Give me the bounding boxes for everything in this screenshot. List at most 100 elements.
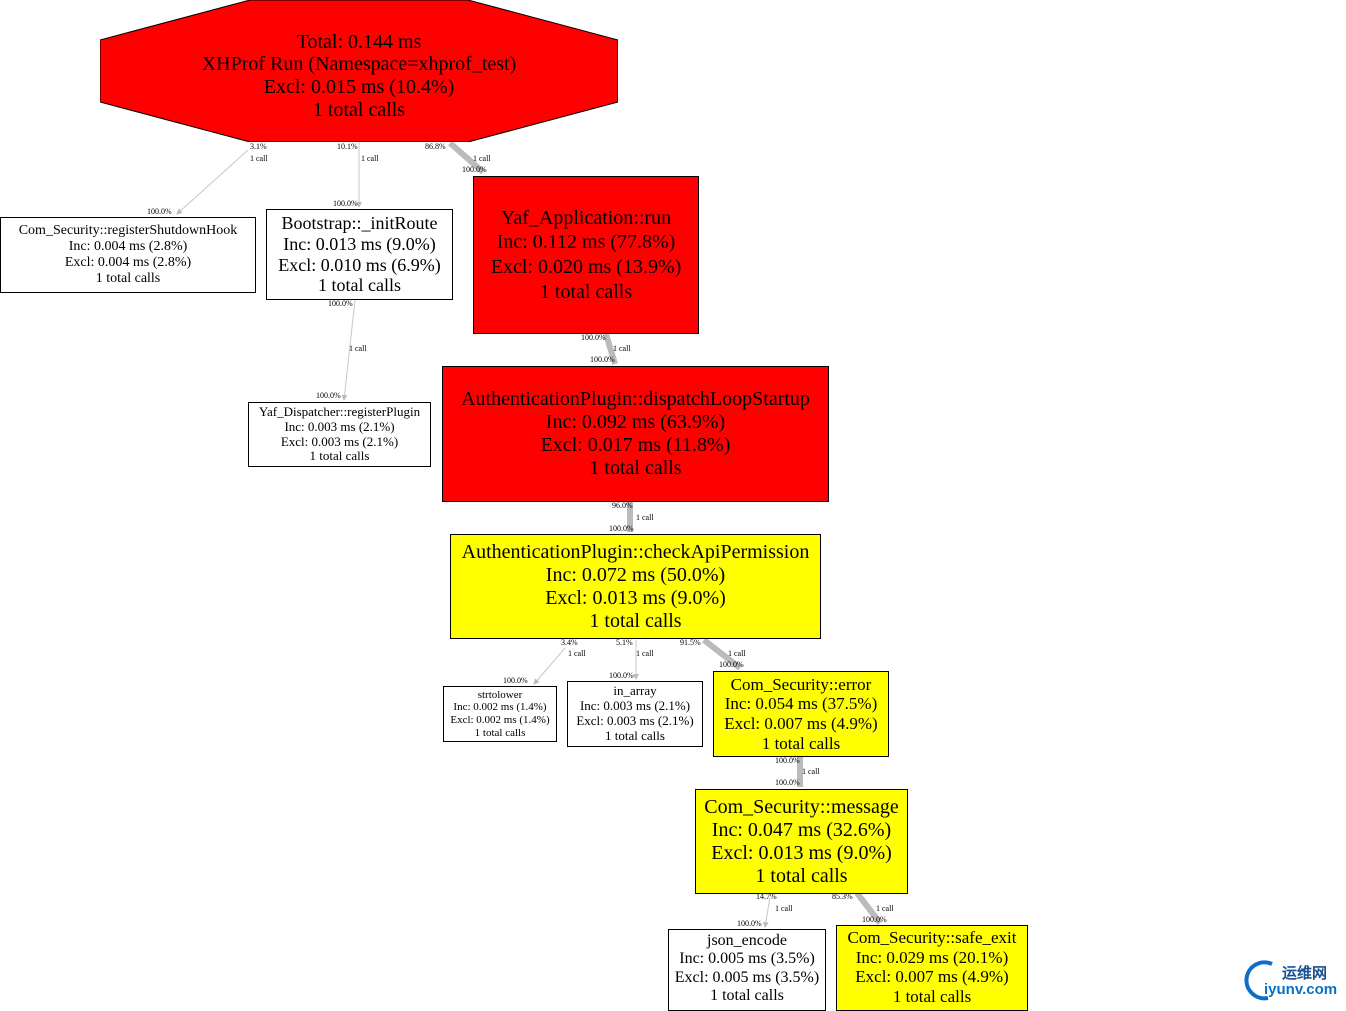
node-excl: Excl: 0.017 ms (11.8%) [540, 434, 731, 456]
edge-line [854, 891, 883, 925]
node-calls: 1 total calls [589, 457, 682, 479]
node-calls: 1 total calls [318, 275, 401, 296]
edge-line [176, 149, 249, 215]
node-excl: Excl: 0.010 ms (6.9%) [278, 254, 441, 275]
node-calls: 1 total calls [892, 986, 972, 1006]
edge-line [533, 647, 566, 685]
node-inc: Inc: 0.005 ms (3.5%) [679, 950, 815, 968]
edge-calls: 1 call [613, 344, 631, 353]
node-calls: 1 total calls [589, 609, 682, 632]
node-excl: Excl: 0.013 ms (9.0%) [545, 586, 726, 609]
node-inc: Inc: 0.003 ms (2.1%) [284, 418, 395, 434]
node-inc: Inc: 0.092 ms (63.9%) [545, 411, 726, 433]
root-excl: Excl: 0.015 ms (10.4%) [263, 76, 455, 98]
node-calls: 1 total calls [474, 726, 526, 739]
octagon-shape [100, 0, 618, 142]
edge-line [762, 896, 771, 928]
node-calls: 1 total calls [761, 733, 841, 753]
node-inc: Inc: 0.054 ms (37.5%) [724, 694, 878, 714]
node-inc: Inc: 0.029 ms (20.1%) [855, 947, 1009, 967]
node-name: AuthenticationPlugin::checkApiPermission [461, 540, 810, 563]
node-name: Com_Security::safe_exit [847, 928, 1017, 947]
node-excl: Excl: 0.004 ms (2.8%) [64, 255, 192, 270]
node-excl: Excl: 0.007 ms (4.9%) [724, 714, 878, 733]
edge-from-pct: 96.0% [612, 501, 633, 510]
node-inc: Inc: 0.004 ms (2.8%) [68, 238, 188, 254]
edge-calls: 1 call [728, 649, 746, 658]
node-calls: 1 total calls [605, 727, 665, 743]
node-name: Com_Security::error [730, 674, 872, 694]
edge-line [341, 299, 356, 401]
root-node[interactable]: Total: 0.144 ms XHProf Run (Namespace=xh… [100, 0, 618, 142]
edge-calls: 1 call [473, 154, 491, 163]
node-name: Yaf_Dispatcher::registerPlugin [258, 403, 421, 419]
node-name: json_encode [707, 932, 787, 949]
node-calls: 1 total calls [95, 271, 161, 287]
edge-to-pct: 100.0% [609, 524, 634, 533]
edge-from-pct: 91.5% [680, 638, 701, 647]
node-inc: Inc: 0.013 ms (9.0%) [283, 233, 436, 254]
edge-from-pct: 85.3% [832, 892, 853, 901]
edge-calls: 1 call [802, 767, 820, 776]
node-inc: Inc: 0.002 ms (1.4%) [453, 701, 547, 714]
edge-to-pct: 100.0% [316, 391, 341, 400]
edge-calls: 1 call [361, 154, 379, 163]
edge-line [603, 333, 618, 365]
node-calls: 1 total calls [539, 280, 633, 303]
edge-to-pct: 100.0% [333, 199, 358, 208]
edge-to-pct: 100.0% [775, 778, 800, 787]
watermark-en: iyunv.com [1264, 981, 1338, 998]
node-name: Com_Security::registerShutdownHook [18, 222, 238, 238]
edge-calls: 1 call [876, 904, 894, 913]
edge-from-pct: 3.4% [561, 638, 578, 647]
node-name: AuthenticationPlugin::dispatchLoopStartu… [461, 388, 810, 410]
node-inc: Inc: 0.003 ms (2.1%) [579, 698, 691, 714]
edge-to-pct: 100.0% [590, 355, 615, 364]
node-inc: Inc: 0.112 ms (77.8%) [496, 231, 676, 254]
edge-to-pct: 100.0% [503, 676, 528, 685]
edge-from-pct: 10.1% [337, 142, 358, 151]
edge-from-pct: 3.1% [250, 142, 267, 151]
edge-to-pct: 100.0% [862, 915, 887, 924]
edge-line [702, 637, 742, 671]
edge-to-pct: 100.0% [147, 207, 172, 216]
edge-from-pct: 86.8% [425, 142, 446, 151]
node-name: Com_Security::message [704, 795, 899, 818]
node-excl: Excl: 0.007 ms (4.9%) [855, 967, 1009, 987]
edge-calls: 1 call [636, 513, 654, 522]
node-excl: Excl: 0.002 ms (1.4%) [450, 714, 550, 726]
node-checkApiPermission[interactable]: AuthenticationPlugin::checkApiPermission… [450, 534, 821, 639]
watermark-cn: 运维网 [1282, 964, 1328, 982]
edge-to-pct: 100.0% [737, 919, 762, 928]
edge-to-pct: 100.0% [719, 660, 744, 669]
edge-to-pct: 100.0% [462, 165, 487, 174]
node-calls: 1 total calls [755, 864, 848, 887]
edge-to-pct: 100.0% [609, 671, 634, 680]
node-excl: Excl: 0.003 ms (2.1%) [576, 713, 694, 728]
edge-calls: 1 call [250, 154, 268, 163]
node-excl: Excl: 0.013 ms (9.0%) [711, 841, 892, 864]
edge-calls: 1 call [568, 649, 586, 658]
edge-from-pct: 100.0% [328, 299, 353, 308]
node-name: Bootstrap::_initRoute [281, 213, 438, 234]
edge-from-pct: 100.0% [775, 756, 800, 765]
edge-from-pct: 5.1% [616, 638, 633, 647]
edge-from-pct: 14.7% [756, 892, 777, 901]
edge-calls: 1 call [349, 344, 367, 353]
node-dispatchLoopStartup[interactable]: AuthenticationPlugin::dispatchLoopStartu… [442, 366, 829, 502]
node-name: Yaf_Application::run [500, 206, 672, 229]
edge-from-pct: 100.0% [581, 333, 606, 342]
edge-calls: 1 call [775, 904, 793, 913]
node-calls: 1 total calls [309, 448, 370, 464]
